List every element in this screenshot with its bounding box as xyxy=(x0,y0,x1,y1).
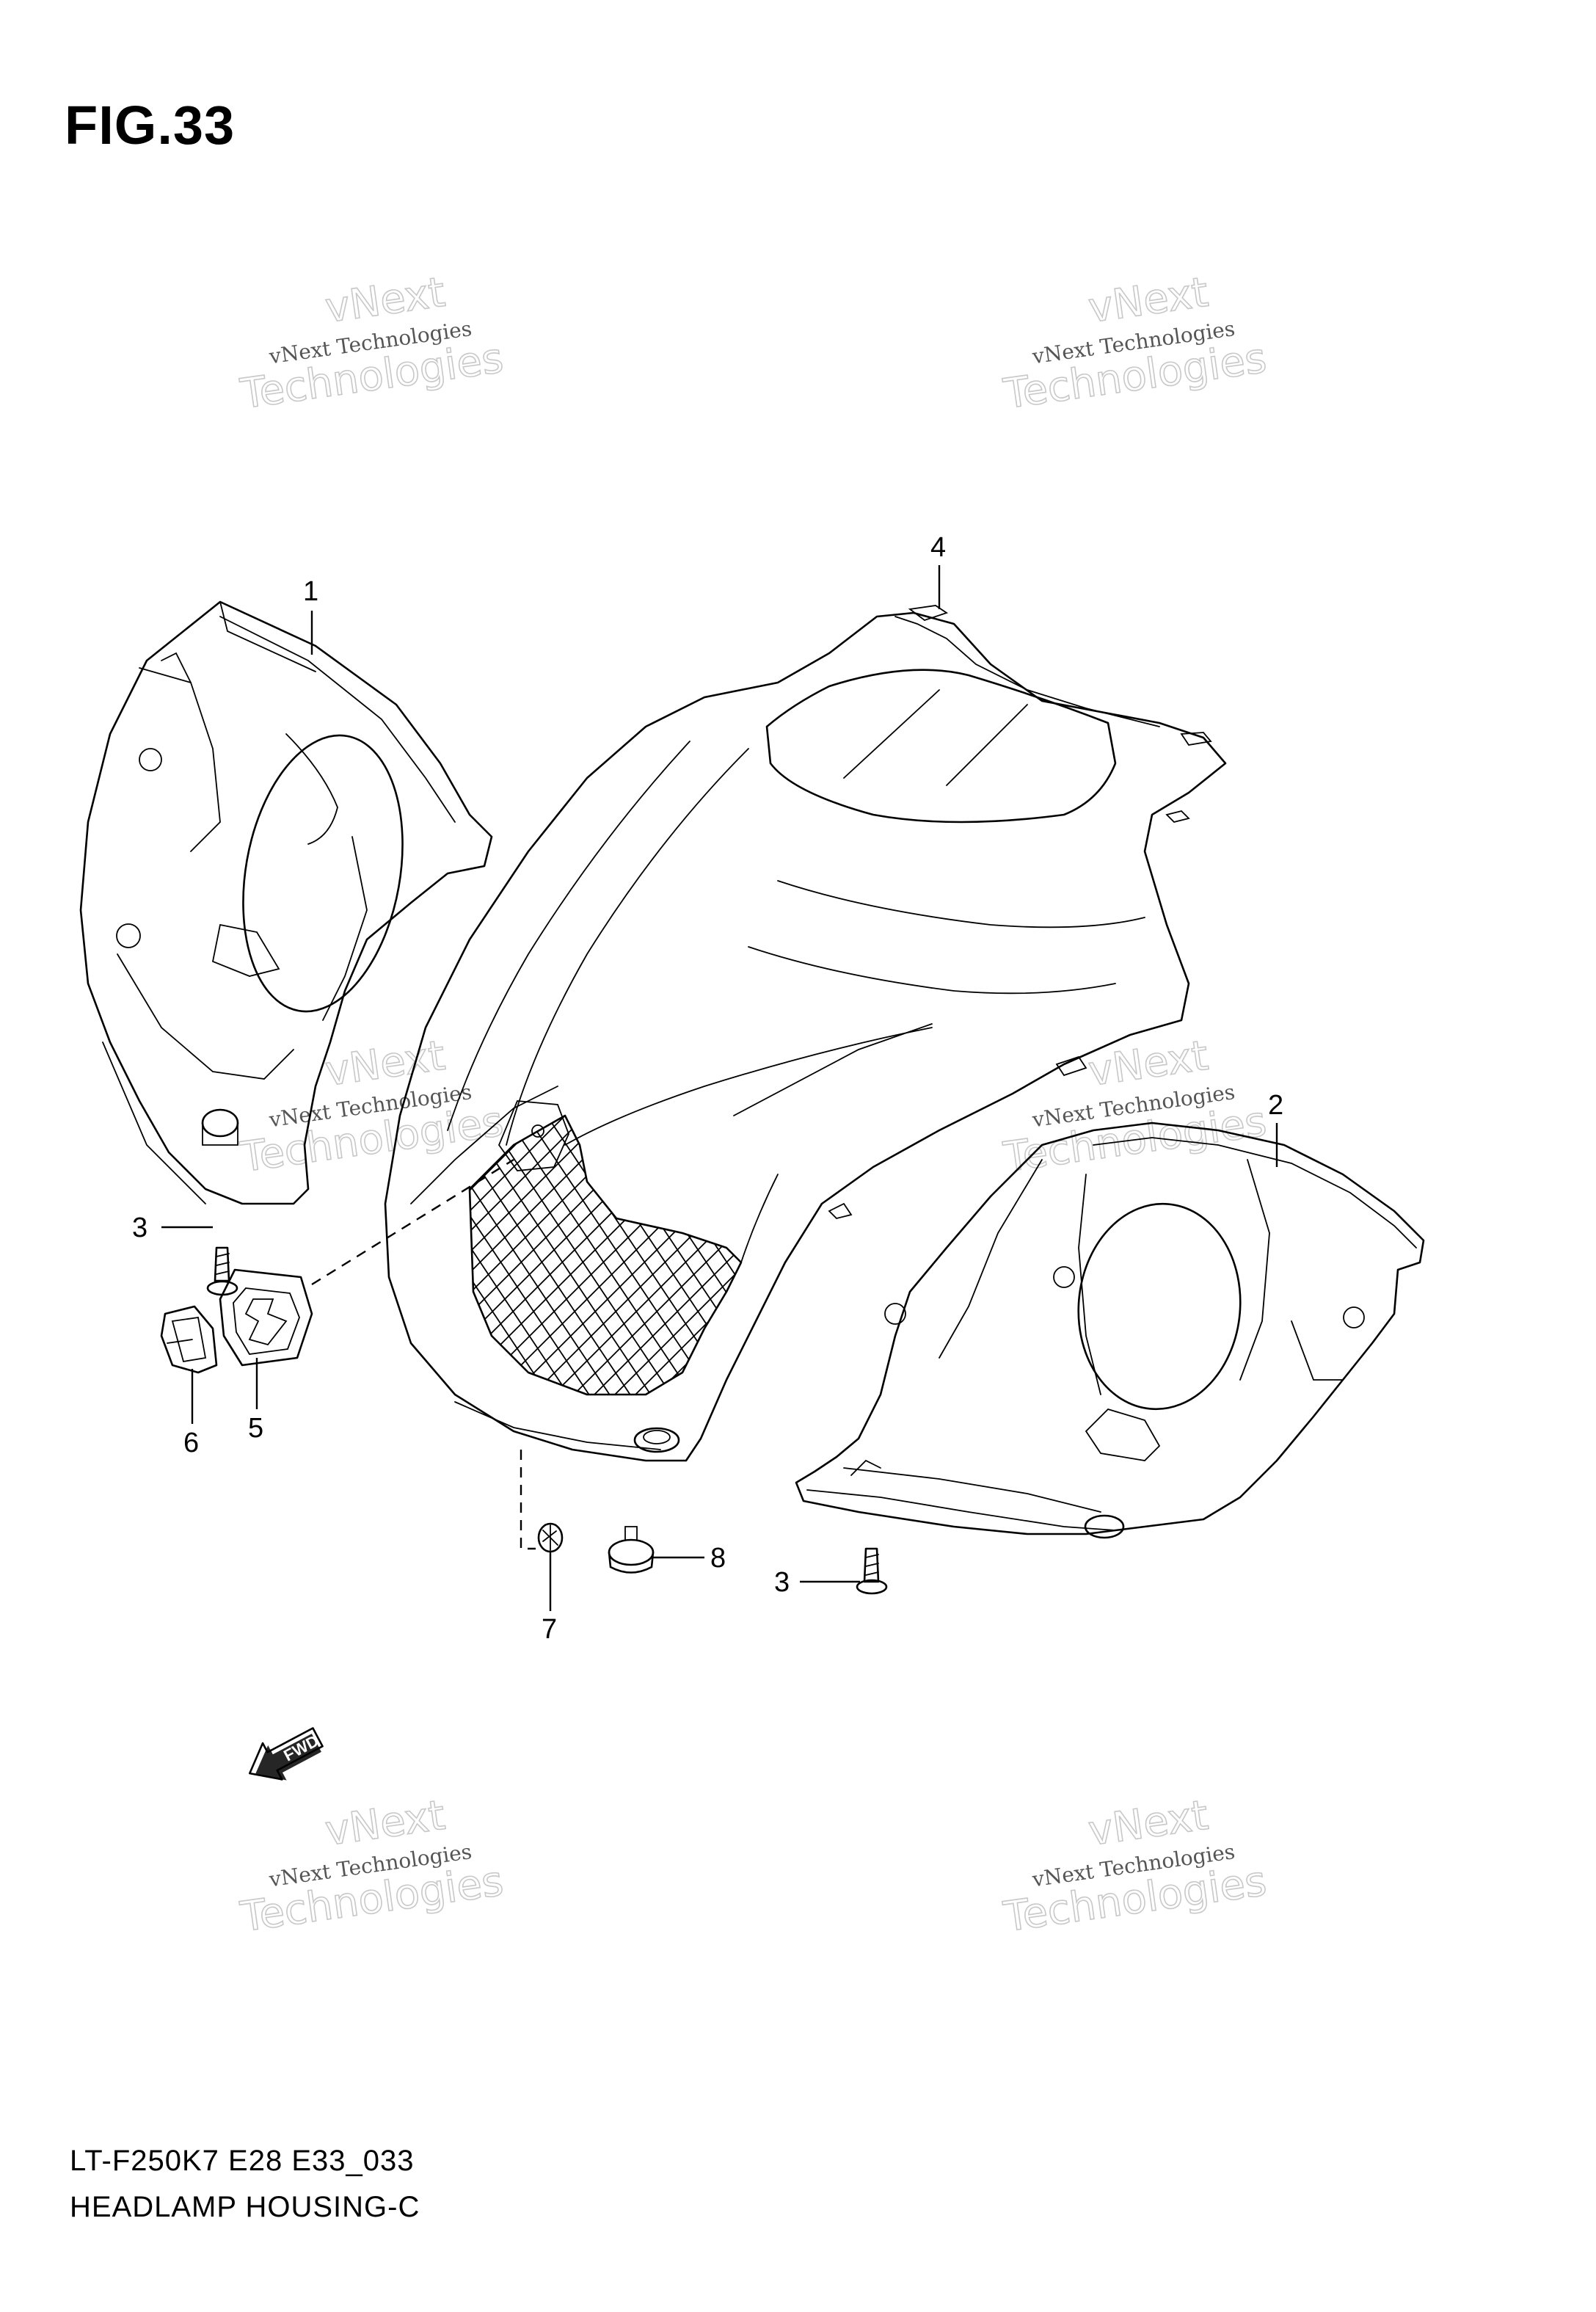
watermark-top-left: vNext Technologies vNext Technologies xyxy=(237,268,507,419)
part-3-screw-right xyxy=(856,1547,888,1595)
callout-1: 1 xyxy=(303,576,318,607)
part-7-grommet xyxy=(537,1522,564,1553)
callout-7: 7 xyxy=(542,1614,557,1645)
mesh-line xyxy=(660,1116,741,1395)
assembly-line-part-5 xyxy=(311,1158,514,1286)
leader-lines xyxy=(161,565,1278,1611)
callout-3-left: 3 xyxy=(132,1213,147,1243)
mesh-line xyxy=(721,1116,741,1395)
mesh-line xyxy=(577,1116,741,1395)
mesh-line xyxy=(680,1116,741,1395)
mesh-line xyxy=(701,1116,741,1395)
mesh-line xyxy=(598,1116,741,1395)
mesh-line xyxy=(598,1116,741,1395)
mesh-line xyxy=(475,1116,741,1395)
fwd-arrow-icon: FWD xyxy=(248,1727,324,1781)
callout-3-right: 3 xyxy=(774,1567,790,1598)
assembly-line-part-7 xyxy=(520,1450,536,1550)
part-2-right-headlamp-housing xyxy=(795,1122,1425,1539)
callout-8: 8 xyxy=(710,1543,726,1574)
callout-5: 5 xyxy=(248,1413,263,1444)
mesh-line xyxy=(495,1116,717,1395)
mesh-line xyxy=(495,1116,741,1395)
mesh-line xyxy=(470,1116,601,1395)
mesh-line xyxy=(470,1116,741,1395)
diagram-name: HEADLAMP HOUSING-C xyxy=(70,2191,420,2223)
mesh-line xyxy=(516,1116,741,1395)
mesh-line xyxy=(536,1116,741,1395)
watermark-bottom-right: vNext Technologies vNext Technologies xyxy=(1000,1791,1270,1942)
mesh-line xyxy=(470,1116,622,1395)
mesh-line xyxy=(470,1116,614,1395)
mesh-line xyxy=(470,1116,676,1395)
mesh-line xyxy=(470,1116,655,1395)
part-3-screw-left xyxy=(206,1246,238,1296)
watermark-mid-right: vNext Technologies vNext Technologies xyxy=(1000,1031,1270,1182)
mesh-line xyxy=(619,1116,741,1395)
mesh-line xyxy=(639,1116,741,1395)
mesh-line xyxy=(470,1116,635,1395)
watermark-top-right: vNext Technologies vNext Technologies xyxy=(1000,268,1270,419)
mesh-line xyxy=(721,1116,741,1395)
callout-2: 2 xyxy=(1268,1090,1283,1121)
diagram-code: LT-F250K7 E28 E33_033 xyxy=(70,2145,415,2177)
mesh-line xyxy=(577,1116,741,1395)
mesh-line xyxy=(470,1116,560,1395)
mesh-line xyxy=(470,1116,580,1395)
mesh-line xyxy=(619,1116,741,1395)
part-5-emblem xyxy=(219,1268,313,1367)
watermark-bottom-left: vNext Technologies vNext Technologies xyxy=(237,1791,507,1942)
callout-6: 6 xyxy=(183,1428,199,1458)
mesh-line xyxy=(475,1116,696,1395)
mesh-line xyxy=(680,1116,741,1395)
part-1-left-headlamp-housing xyxy=(79,600,493,1205)
figure-title: FIG.33 xyxy=(65,95,236,156)
part-6-clip xyxy=(160,1305,218,1374)
mesh-line xyxy=(470,1116,594,1395)
mesh-line xyxy=(660,1116,741,1395)
part-4-front-cover xyxy=(384,605,1227,1462)
part-8-fastener xyxy=(608,1526,655,1574)
callout-4: 4 xyxy=(930,532,946,563)
mesh-line xyxy=(701,1116,741,1395)
mesh-line xyxy=(639,1116,741,1395)
mesh-line xyxy=(470,1116,741,1395)
watermark-mid-left: vNext Technologies vNext Technologies xyxy=(237,1031,507,1182)
mesh-line xyxy=(536,1116,741,1395)
mesh-line xyxy=(557,1116,741,1395)
mesh-line xyxy=(516,1116,737,1395)
